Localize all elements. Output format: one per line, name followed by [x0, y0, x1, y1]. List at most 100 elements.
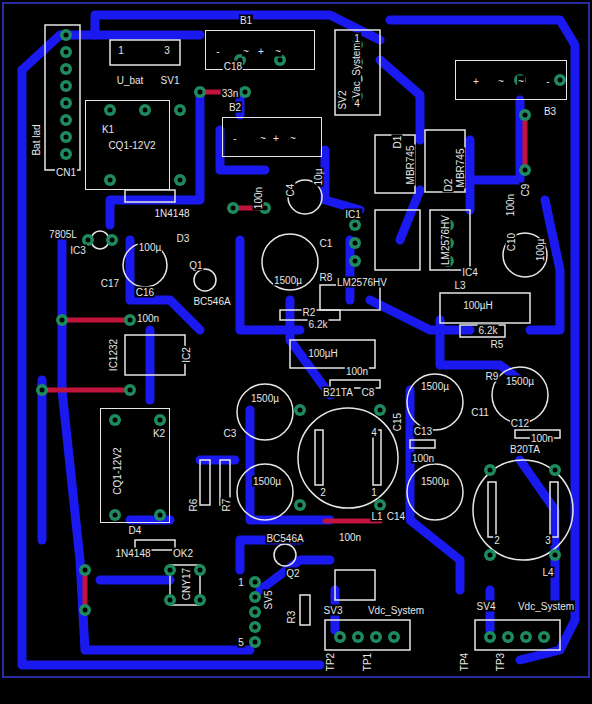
solder-pad	[349, 219, 361, 231]
solder-pad	[174, 174, 186, 186]
silkscreen-label: BC546A	[265, 533, 304, 544]
solder-pad	[60, 46, 72, 58]
silkscreen-label: 1500µ	[252, 476, 282, 487]
silkscreen-label: R5	[490, 339, 505, 350]
solder-pad	[249, 636, 261, 648]
silkscreen-label: 100n	[505, 193, 516, 217]
solder-pad	[374, 499, 386, 511]
silkscreen-label: C18	[223, 61, 243, 72]
silkscreen-label: 2	[493, 535, 501, 546]
silkscreen-label: 100µ	[535, 238, 546, 262]
solder-pad	[194, 86, 206, 98]
board-outline	[3, 3, 589, 677]
silkscreen-label: B21TA	[322, 387, 354, 398]
solder-pad	[484, 464, 496, 476]
solder-pad	[484, 549, 496, 561]
silkscreen-label: TP4	[459, 652, 470, 672]
silkscreen-label: CNY17	[181, 567, 192, 601]
solder-pad	[174, 104, 186, 116]
component-outline: K1CQ1-12V2	[85, 100, 170, 190]
silkscreen-label: 1	[117, 45, 125, 56]
silkscreen-label: Vdc_System	[517, 601, 575, 612]
silkscreen-label: 4	[370, 427, 378, 438]
silkscreen-label: 100n	[345, 366, 369, 377]
top-traces	[42, 92, 525, 610]
silkscreen-text: ~	[497, 76, 505, 87]
silkscreen-label: 1500µ	[505, 376, 535, 387]
silkscreen-label: IC2	[181, 346, 192, 364]
silkscreen-label: TP2	[325, 652, 336, 672]
silkscreen-label: 10µ	[313, 168, 324, 187]
silkscreen-text: ~	[274, 46, 282, 57]
silkscreen-label: 100n	[530, 433, 554, 444]
solder-pad	[370, 631, 382, 643]
silkscreen-label: TP1	[362, 652, 373, 672]
silkscreen-label: 1500µ	[250, 393, 280, 404]
silkscreen-text: K1	[101, 124, 115, 135]
silkscreen-label: C4	[285, 183, 296, 198]
solder-pad	[154, 509, 166, 521]
silkscreen-text: -	[215, 46, 220, 57]
solder-pad	[164, 564, 176, 576]
silkscreen-label: 6.2k	[308, 319, 329, 330]
solder-pad	[227, 202, 239, 214]
solder-pad	[109, 509, 121, 521]
silkscreen-label: 1	[237, 577, 245, 588]
silkscreen-label: L3	[453, 280, 466, 291]
silkscreen-label: LM2576HV	[336, 277, 388, 288]
solder-pad	[519, 109, 531, 121]
silkscreen-label: D4	[128, 525, 143, 536]
solder-pad	[249, 576, 261, 588]
silkscreen-label: C11	[470, 407, 490, 418]
silkscreen-label: R9	[485, 371, 500, 382]
silkscreen-label: C1	[319, 238, 334, 249]
silkscreen-text: +	[272, 133, 280, 144]
silkscreen-label: C17	[100, 278, 120, 289]
solder-pad	[249, 621, 261, 633]
solder-pad	[388, 631, 400, 643]
silkscreen-label: LM2576HV	[440, 214, 451, 266]
solder-pad	[60, 97, 72, 109]
silkscreen-label: MBR745	[405, 145, 416, 186]
silkscreen-label: C9	[520, 183, 531, 198]
silkscreen-label: OK2	[172, 548, 194, 559]
solder-pad	[349, 237, 361, 249]
silkscreen-label: IC1232	[108, 338, 119, 372]
solder-pad	[104, 174, 116, 186]
silkscreen-label: 100µ	[138, 242, 162, 253]
silkscreen	[45, 25, 573, 650]
silkscreen-text: +	[257, 46, 265, 57]
silkscreen-label: MBR745	[455, 148, 466, 189]
solder-pad	[549, 464, 561, 476]
silkscreen-label: Q2	[285, 568, 300, 579]
solder-pad	[374, 404, 386, 416]
silkscreen-label: 100n	[136, 313, 160, 324]
silkscreen-label: IC3	[69, 245, 87, 256]
silkscreen-label: R3	[286, 610, 297, 625]
silkscreen-label: R7	[221, 498, 232, 513]
solder-pad	[60, 80, 72, 92]
silkscreen-text: -	[232, 133, 237, 144]
solder-pad	[60, 63, 72, 75]
solder-pad	[554, 74, 566, 86]
solder-pad	[520, 631, 532, 643]
solder-pad	[79, 564, 91, 576]
bottom-traces	[22, 15, 575, 665]
silkscreen-label: TP3	[495, 652, 506, 672]
solder-pad	[349, 255, 361, 267]
silkscreen-text: -	[545, 76, 550, 87]
solder-pad	[109, 414, 121, 426]
silkscreen-label: 1500µ	[420, 381, 450, 392]
silkscreen-label: SV4	[476, 601, 497, 612]
solder-pad	[60, 114, 72, 126]
silkscreen-label: C14	[386, 511, 406, 522]
silkscreen-label: U_bat	[116, 75, 145, 86]
silkscreen-label: 100n	[338, 532, 362, 543]
solder-pad	[249, 606, 261, 618]
solder-pad	[60, 29, 72, 41]
silkscreen-label: SV3	[323, 605, 344, 616]
silkscreen-label: B20TA	[509, 444, 541, 455]
silkscreen-label: IC1	[344, 209, 362, 220]
silkscreen-label: Bat lad	[31, 123, 42, 156]
